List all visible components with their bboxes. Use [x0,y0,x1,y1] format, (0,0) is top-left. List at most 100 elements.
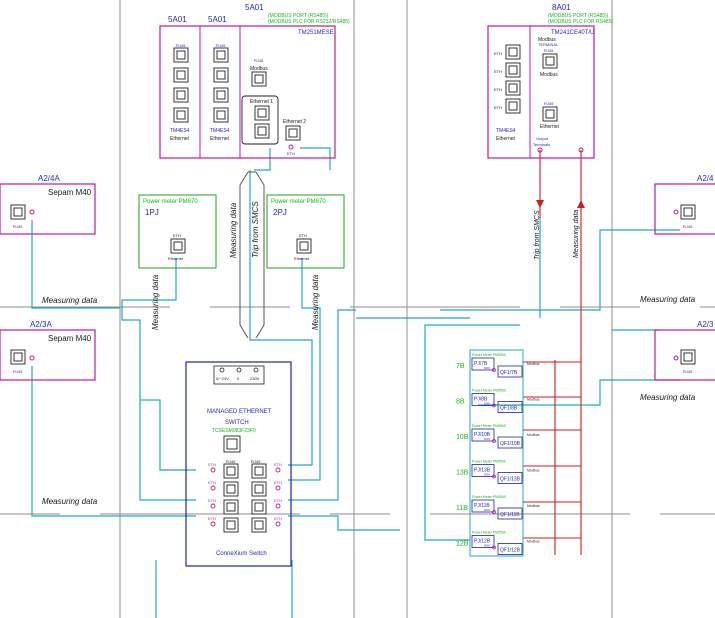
feeder-number: 10B [456,434,469,441]
measuring-data-right: Measuring data [573,210,580,258]
plc-5a-model: TM251MESE [298,30,334,36]
meter-2pj-jack [296,238,312,254]
sepam-right-top: A2/4 RJ45 [654,174,715,235]
plc-8a-modbus-port: RJ45 [544,48,554,53]
feeder-meter-title: Power Meter PM5560 [472,460,506,464]
measuring-data-label-3: Measuring data [151,274,160,330]
cpu-eth2-label: Ethernet 2 [283,119,306,125]
switch-port-label-right: RJ45 [251,459,261,464]
plc-8a-module-model: TM4ES4 [496,128,516,134]
feeder-breaker-label: QF1/12B [500,548,521,554]
sepam-right-top-port: RJ45 [683,224,693,229]
plc-5a-note-2: (MODBUS PLC FOR RS232/RS485) [268,19,350,25]
switch-footer: ConneXium Switch [216,551,267,557]
feeder-eth-pin [492,403,496,408]
plc-8a-eth-label: Ethernet [540,124,560,130]
measuring-data-label-6: Measuring data [640,393,696,402]
switch-eth-l4: ETH [208,516,216,521]
feeder-meter-title: Power Meter PM5560 [472,389,506,393]
cpu-eth-pin-label: ETH [287,151,295,156]
feeder-meter-box [471,428,495,442]
switch-model: TCSESM083F23F0 [212,428,256,434]
meter-1pj-title: Power meter PM870 [143,199,198,205]
meter-2pj: Power meter PM870 2PJ ETH Ethernet [266,194,345,269]
meter-1pj: Power meter PM870 1PJ ETH Ethernet [138,194,217,269]
switch-port-label-left: RJ45 [226,459,236,464]
plc-8a01: 8A01 (MODBUS PORT (RS485)) (MODBUS PLC F… [487,3,613,159]
switch-eth-r2: ETH [274,480,282,485]
feeder-meter-label: PJ/8B [474,397,488,403]
feeder-meter-sub: RJ45 [484,403,490,406]
module-2-net: Ethernet [210,136,230,142]
sepam-right-bottom-tag: A2/3 [697,320,714,329]
plc-8a-note-1: (MODBUS PORT (RS485)) [548,13,609,19]
sepam-left-bottom-tag: A2/3A [30,320,52,329]
switch-power-2: 0 [237,376,240,381]
plc-8a-note-2: (MODBUS PLC FOR RS485) [548,19,613,25]
sepam-left-top-tag: A2/4A [38,174,60,183]
plc-8a-eth-label-1: ETH [494,51,502,56]
plc-8a-eth-label-2: ETH [494,69,502,74]
feeder-breaker-box [497,472,523,484]
module-1-ports [173,47,189,123]
feeder-meter-title: Power Meter PM5560 [472,424,506,428]
cpu-modbus-jack [251,71,267,87]
switch-power-1: 0/~24V [216,376,229,381]
switch-uplink-jack [223,435,241,453]
feeder-meter-label: PJ/13B [474,468,491,474]
plc-8a-eth-port: RJ45 [544,101,554,106]
feeder-meter-sub: RJ45 [484,474,490,477]
feeder-number: 7B [456,363,465,370]
switch-eth-r3: ETH [274,498,282,503]
feeder-meter-sub: RJ45 [484,545,490,548]
sepam-right-bottom-port: RJ45 [683,369,693,374]
plc-8a-module-net: Ethernet [496,136,516,142]
sepam-right-bottom: A2/3 RJ45 [654,320,715,381]
feeder-breaker-label: QF1/11B [500,512,520,518]
plc-8a-modbus-label: Modbus [540,72,558,78]
sepam-left-top: A2/4A Sepam M40 RJ45 [0,174,96,235]
cpu-eth-pin [288,144,294,150]
plc-5a-note-1: (MODBUS PORT (RS485)) [268,13,329,19]
feeder-meter-box [471,357,495,371]
trunk-trip-from-smcs: Trip from SMCS [251,201,260,258]
meter-2pj-title: Power meter PM870 [271,199,326,205]
feeder-eth-pin [492,368,496,372]
feeder-breaker-box [497,507,523,520]
feeder-breaker-box [497,401,523,413]
switch-eth-r4: ETH [274,516,282,521]
plc-5a01: 5A01 (MODBUS PORT (RS485)) (MODBUS PLC F… [159,3,350,159]
feeder-breaker-label: QF1/13B [500,477,521,483]
measuring-data-label-2: Measuring data [42,497,98,506]
feeder-modbus-label: Modbus [527,504,540,508]
trunk-cable [239,171,265,339]
feeder-breaker-label: QF1/10B [500,441,521,447]
ethernet-wiring [31,147,680,618]
sepam-left-top-name: Sepam M40 [48,188,92,197]
cpu-eth1-jacks [254,105,270,139]
feeder-modbus-label: Modbus [527,540,540,544]
plc-5a-top-label: 5A01 [245,3,264,12]
modbus-wiring [523,150,582,555]
meter-2pj-tag: 2PJ [273,208,287,217]
switch-power-3: 230V [250,376,260,381]
feeder-breaker-box [497,365,523,378]
meter-2pj-port-bottom: Ethernet [294,256,310,261]
plc-8a-eth-ports [505,44,521,114]
switch-port-grid [223,463,267,533]
plc-8a-output-pin-2 [578,147,584,153]
plc-8a-modbus-title: Modbus [538,37,556,43]
module-2-ports [213,47,229,123]
plc-8a-eth-jack [542,106,558,122]
sepam-right-top-jack [680,204,696,220]
feeder-eth-pin [492,439,496,443]
feeder-meter-title: Power Meter PM5560 [472,531,506,535]
measuring-data-label-4: Measuring data [311,274,320,330]
feeder-meter-box [471,464,495,477]
feeder-meter-box [471,535,495,548]
feeder-modbus-label: Modbus [527,433,540,437]
feeder-breaker-label: QF1/7B [500,370,518,376]
feeder-eth-pin [492,545,496,550]
meter-1pj-port-top: ETH [173,233,181,238]
